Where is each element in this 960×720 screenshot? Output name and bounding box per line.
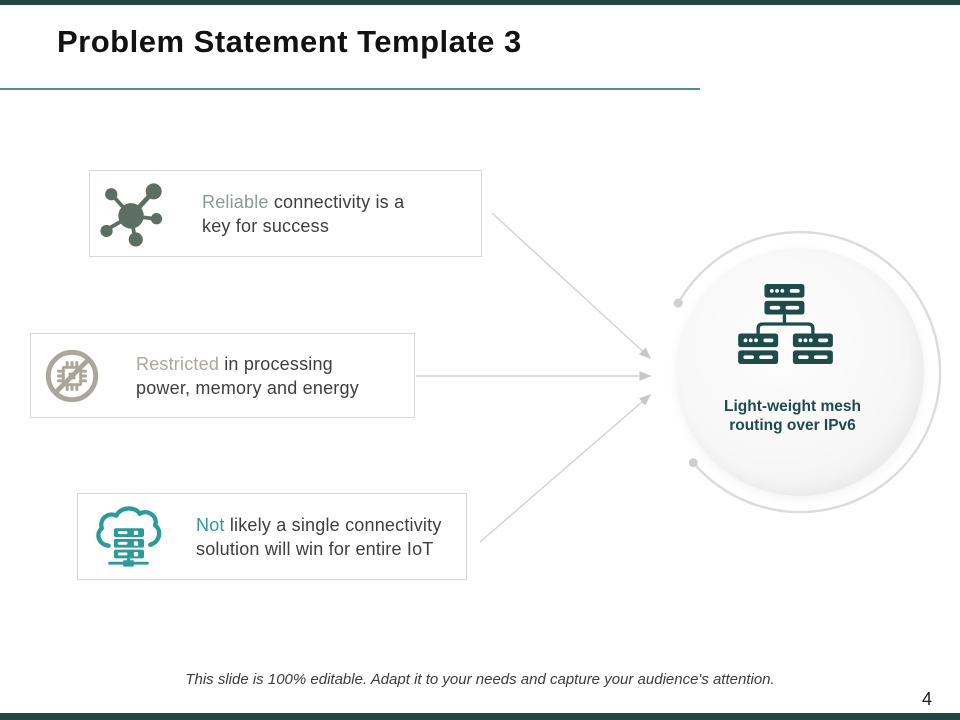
icon-wrap	[93, 505, 163, 569]
icon-wrap	[43, 347, 101, 405]
problem-box-not-single[interactable]: Not likely a single connectivity solutio…	[77, 493, 467, 580]
title-underline	[0, 88, 700, 90]
arrow-reliable	[491, 212, 652, 359]
problem-box-reliable[interactable]: Reliable connectivity is a key for succe…	[89, 170, 482, 257]
cloud-server-icon	[96, 505, 162, 567]
solution-label: Light-weight mesh routing over IPv6	[690, 397, 895, 435]
rest-text: likely a single connectivity solution wi…	[196, 514, 442, 559]
solution-label-line1: Light-weight mesh	[724, 398, 861, 415]
no-processor-icon	[45, 349, 99, 402]
solution-label-line2: routing over IPv6	[729, 417, 856, 434]
problem-text: Restricted in processing power, memory a…	[136, 352, 374, 400]
highlight-word: Reliable	[202, 191, 269, 212]
page-title: Problem Statement Template 3	[57, 24, 522, 59]
page-number: 4	[921, 689, 932, 709]
problem-box-restricted[interactable]: Restricted in processing power, memory a…	[30, 333, 415, 418]
rest-text: in processing power, memory and energy	[136, 353, 359, 398]
highlight-word: Not	[196, 514, 225, 535]
server-mesh-icon	[738, 284, 833, 364]
problem-text: Reliable connectivity is a key for succe…	[202, 190, 434, 238]
rest-text: connectivity is a key for success	[202, 191, 405, 236]
icon-wrap	[99, 181, 165, 247]
top-accent-bar	[0, 0, 960, 5]
problem-text: Not likely a single connectivity solutio…	[196, 513, 466, 561]
network-hub-icon	[100, 182, 163, 247]
highlight-word: Restricted	[136, 353, 220, 374]
arrow-not	[479, 394, 652, 543]
footer-note: This slide is 100% editable. Adapt it to…	[185, 671, 775, 688]
bottom-accent-bar	[0, 713, 960, 720]
